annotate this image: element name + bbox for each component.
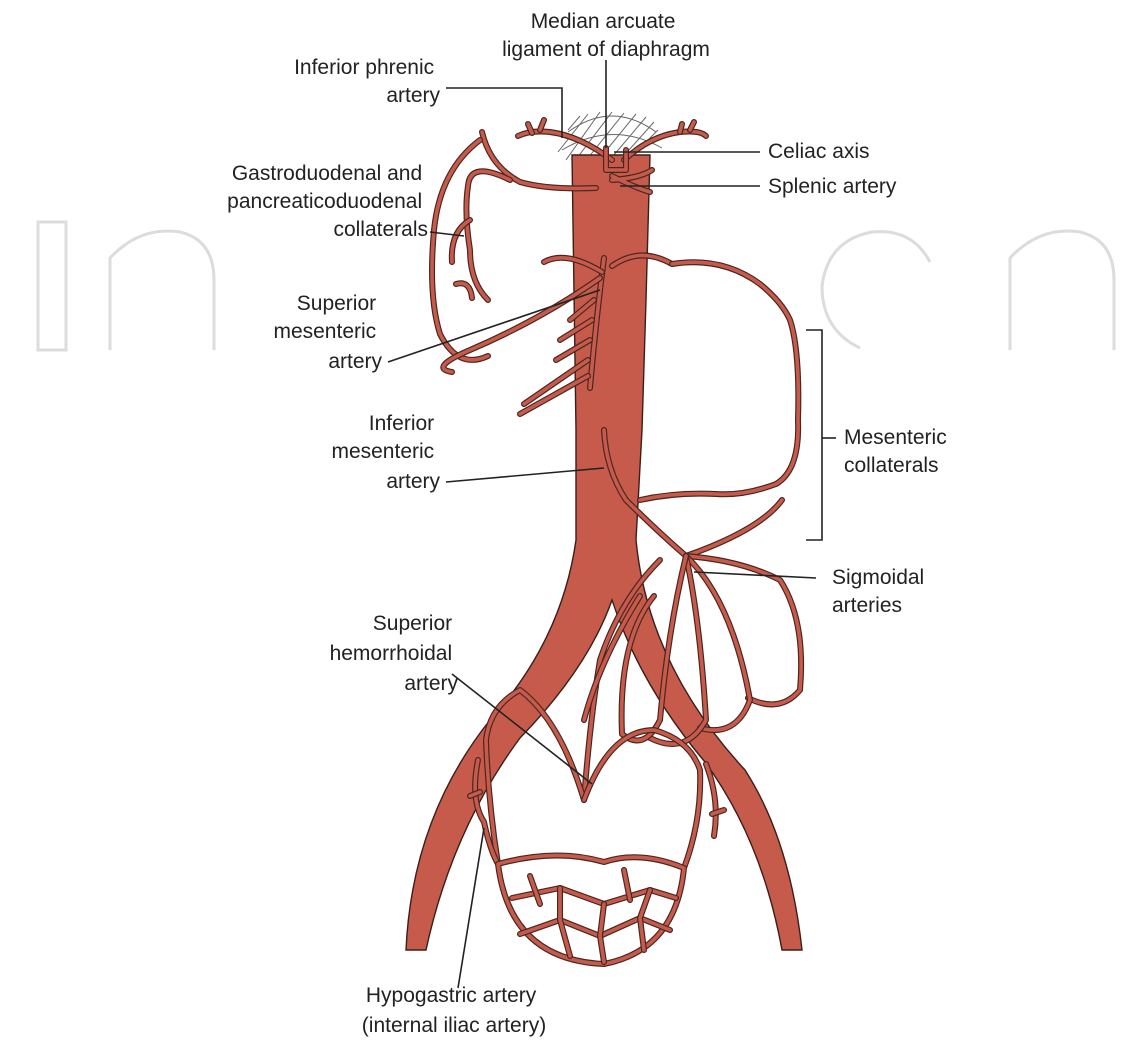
vessel-core bbox=[520, 918, 670, 936]
label-inferior-phrenic: Inferior phrenic artery bbox=[294, 56, 440, 107]
vessel-core bbox=[640, 262, 798, 500]
label-gastroduodenal: Gastroduodenal and pancreaticoduodenal c… bbox=[227, 162, 428, 241]
label-hypogastric: Hypogastric artery (internal iliac arter… bbox=[362, 984, 546, 1037]
vessel-core bbox=[584, 730, 700, 868]
label-superior-hemorrhoidal: Superior hemorrhoidal artery bbox=[330, 612, 459, 695]
label-inferior-mesenteric: Inferior mesenteric artery bbox=[331, 412, 440, 493]
vessel-core bbox=[686, 556, 750, 730]
vessel-core bbox=[470, 792, 724, 814]
label-splenic-artery: Splenic artery bbox=[768, 175, 897, 198]
label-mesenteric-collaterals: Mesenteric collaterals bbox=[844, 426, 953, 477]
label-sigmoidal-arteries: Sigmoidal arteries bbox=[832, 566, 930, 617]
vessel-core bbox=[498, 855, 684, 964]
label-superior-mesenteric: Superior mesenteric artery bbox=[273, 292, 382, 373]
label-median-arcuate: Median arcuate ligament of diaphragm bbox=[502, 10, 710, 61]
label-celiac-axis: Celiac axis bbox=[768, 140, 870, 163]
